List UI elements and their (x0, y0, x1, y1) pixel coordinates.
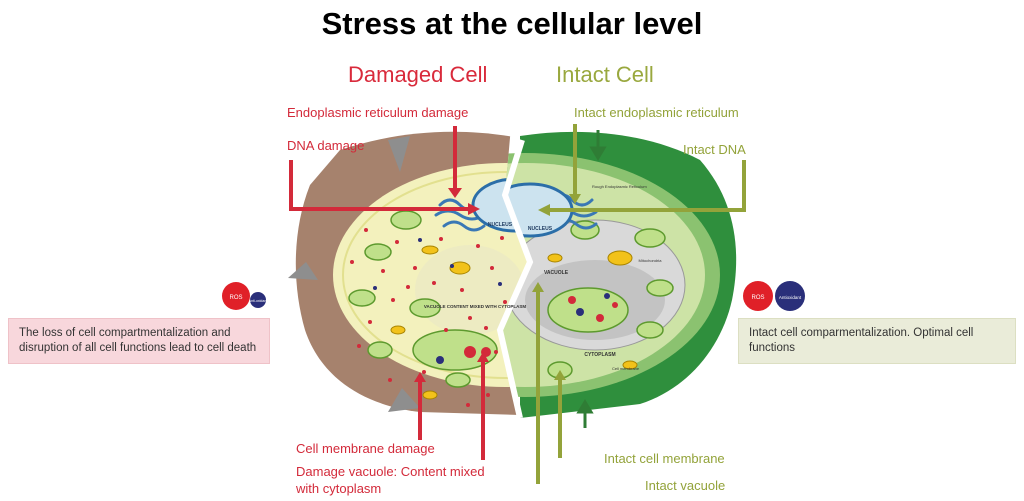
green-arrows (576, 130, 607, 428)
intact-cell-heading: Intact Cell (556, 62, 654, 87)
vacuole-label: VACUOLE (544, 270, 569, 276)
label-intact-dna: Intact DNA (683, 142, 746, 157)
mitochondria (547, 250, 638, 370)
label-intact-membrane: Intact cell membrane (604, 451, 725, 466)
svg-text:ROS: ROS (751, 295, 764, 301)
svg-text:Anti-oxidant: Anti-oxidant (249, 299, 268, 303)
label-membrane-damage: Cell membrane damage (296, 441, 435, 456)
label-vacuole-damage: Damage vacuole: Content mixed with cytop… (296, 464, 485, 496)
damaged-cell (288, 131, 530, 415)
damaged-cell-heading: Damaged Cell (348, 62, 488, 87)
wall-junction (388, 388, 420, 412)
damaged-vacuole-remnant (415, 245, 525, 335)
nucleus-label-right: NUCLEUS (528, 226, 553, 232)
intact-cell (500, 131, 737, 419)
mitochondria-label: Mitochondria (639, 258, 663, 263)
rough-er-label: Rough Endoplasmic Reticulum (592, 184, 647, 189)
label-dna-damage: DNA damage (287, 138, 365, 153)
intact-leaders (536, 124, 746, 484)
chloroplast (348, 210, 498, 388)
damaged-leaders (289, 126, 485, 460)
vacuole-ros (568, 296, 618, 322)
antioxidant-badge-left: Anti-oxidant (249, 292, 268, 308)
antioxidant-badge-right: Antioxidant (775, 281, 805, 311)
nucleus-label-left: NUCLEUS (488, 222, 513, 228)
label-intact-vacuole: Intact vacuole (645, 478, 726, 493)
damaged-cytoplasm-inner (342, 171, 530, 379)
cell-membrane-label: Cell membrane (612, 366, 640, 371)
cell-death-description: The loss of cell compartmentalization an… (8, 318, 270, 364)
svg-text:ROS: ROS (229, 295, 242, 301)
vacuole-antioxidant (576, 293, 610, 316)
wall-junction (288, 262, 318, 280)
vacuole-mixed-label: VACUOLE CONTENT MIXED WITH CYTOPLASM (424, 304, 527, 309)
page-title: Stress at the cellular level (321, 6, 703, 41)
ros-badge-right: ROS (743, 281, 773, 311)
antioxidant-dots (373, 238, 502, 364)
optimal-function-description: Intact cell comparmentalization. Optimal… (738, 318, 1016, 364)
intact-arrowheads (532, 194, 581, 380)
svg-text:Antioxidant: Antioxidant (779, 295, 802, 300)
label-er-damage: Endoplasmic reticulum damage (287, 105, 469, 120)
mitochondria (390, 245, 471, 400)
wall-junction (388, 136, 410, 172)
cytoplasm-label: CYTOPLASM (584, 352, 615, 358)
cell-split-line (496, 139, 534, 419)
damaged-arrowheads (414, 188, 489, 382)
label-intact-er: Intact endoplasmic reticulum (574, 105, 739, 120)
ros-badge-left: ROS (222, 282, 250, 310)
